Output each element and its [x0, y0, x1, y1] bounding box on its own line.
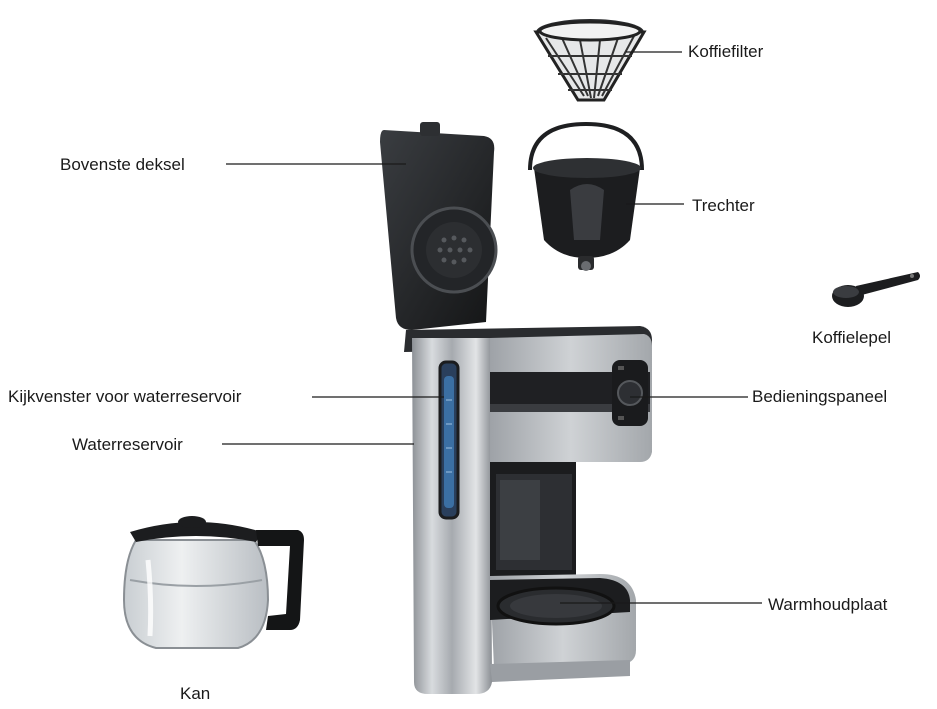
coffee-maker: [380, 122, 652, 694]
coffee-filter: [533, 19, 647, 102]
label-kan: Kan: [180, 684, 211, 703]
label-bedieningspaneel: Bedieningspaneel: [752, 387, 888, 406]
coffee-scoop: [832, 272, 920, 307]
label-waterreservoir: Waterreservoir: [72, 435, 183, 454]
label-bovenste-deksel: Bovenste deksel: [60, 155, 185, 174]
label-koffiefilter: Koffiefilter: [688, 42, 764, 61]
glass-carafe: [122, 516, 304, 649]
label-koffielepel: Koffielepel: [812, 328, 892, 347]
label-kijkvenster: Kijkvenster voor waterreservoir: [8, 387, 242, 406]
label-warmhoudplaat: Warmhoudplaat: [768, 595, 888, 614]
leader-lines: [222, 51, 762, 604]
label-trechter: Trechter: [692, 196, 755, 215]
filter-funnel: [528, 121, 644, 271]
